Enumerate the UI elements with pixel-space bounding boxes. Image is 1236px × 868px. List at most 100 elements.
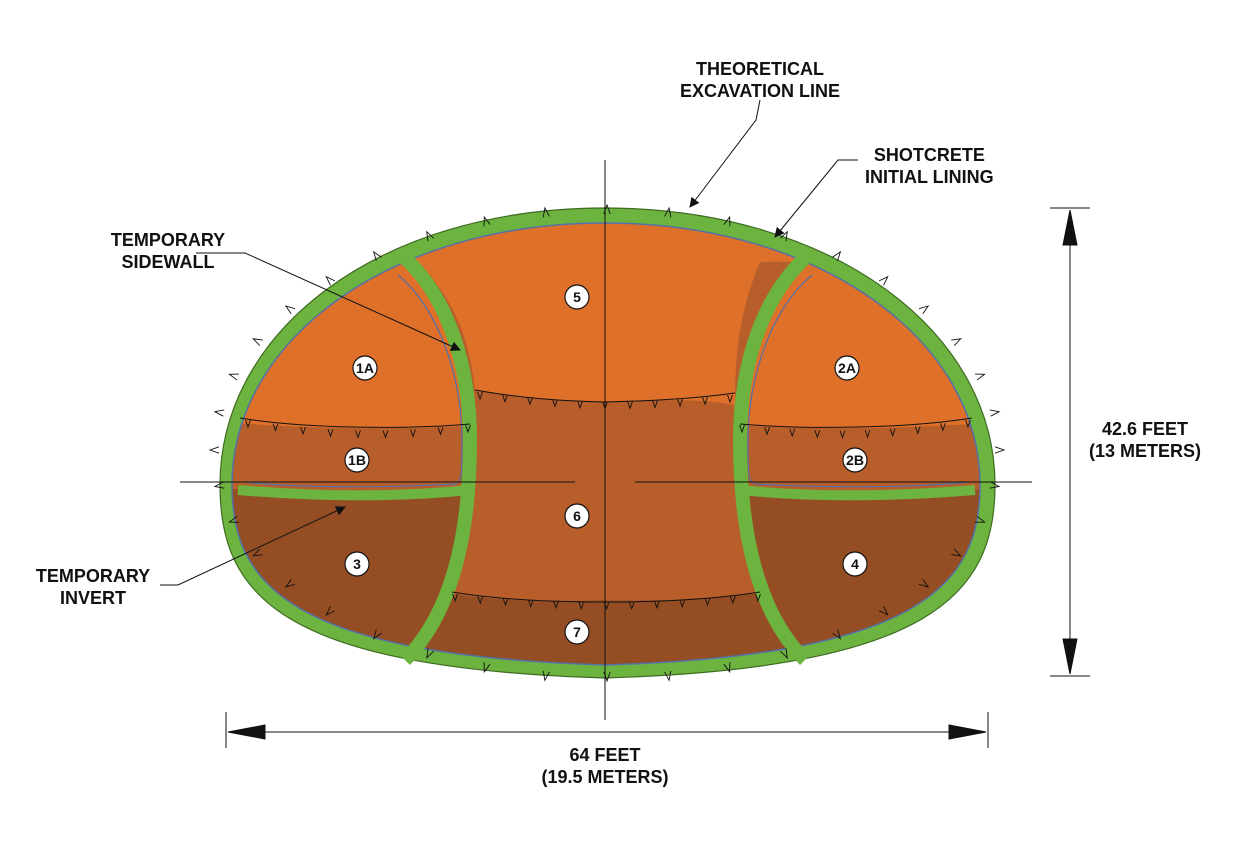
- rock-bolt-tick: [764, 427, 770, 436]
- rock-bolt-tick: [252, 338, 263, 346]
- rock-bolt-tick: [552, 399, 558, 408]
- rock-bolt-tick: [723, 662, 731, 674]
- rock-bolt-tick: [452, 593, 458, 603]
- leader-temporary-invert: [160, 506, 346, 586]
- rock-bolt-tick: [483, 662, 491, 674]
- rock-bolt-tick: [918, 578, 930, 588]
- rock-bolt-tick: [664, 670, 672, 682]
- rock-bolt-tick: [889, 428, 896, 437]
- rock-bolt-tick: [252, 548, 263, 557]
- rock-bolt-tick: [704, 597, 711, 607]
- rock-bolt-tick: [789, 428, 796, 438]
- rock-bolt-tick: [553, 600, 559, 610]
- rock-bolt-tick: [542, 670, 550, 682]
- svg-text:1B: 1B: [348, 452, 366, 468]
- svg-text:2A: 2A: [838, 360, 856, 376]
- rock-bolt-tick: [723, 215, 731, 227]
- rock-bolt-tick: [832, 629, 842, 640]
- callout-theoretical-excavation-line: THEORETICAL EXCAVATION LINE: [679, 59, 840, 101]
- drift-left-outline: [243, 274, 463, 488]
- rock-bolt-tick: [272, 423, 279, 433]
- section-label-1b: 1B: [344, 447, 370, 473]
- rock-bolt-tick: [989, 481, 1001, 489]
- rock-bolt-tick: [527, 599, 534, 609]
- height-dimension-label: 42.6 FEET (13 METERS): [1088, 419, 1202, 461]
- svg-text:6: 6: [573, 508, 581, 524]
- rock-bolt-tick: [325, 275, 336, 286]
- rock-bolt-tick: [477, 595, 484, 605]
- rock-bolt-tick: [814, 430, 821, 439]
- rock-bolt-tick: [975, 515, 986, 523]
- rock-bolt-tick: [477, 391, 483, 401]
- leader-excavation-line: [689, 99, 761, 208]
- section-label-2b: 2B: [842, 447, 868, 473]
- rock-bolt-tick: [994, 446, 1006, 454]
- rock-bolt-tick: [228, 515, 239, 523]
- rock-bolt-tick: [951, 548, 962, 557]
- section-label-3: 3: [344, 551, 370, 577]
- rock-bolt-tick: [989, 409, 1001, 417]
- svg-text:2B: 2B: [846, 452, 864, 468]
- width-dimension-label: 64 FEET (19.5 METERS): [541, 745, 669, 787]
- rock-bolt-tick: [426, 648, 434, 659]
- rock-bolt-tick: [213, 409, 225, 417]
- temporary-invert-right: [739, 485, 976, 501]
- temporary-invert-left: [237, 485, 471, 501]
- leader-lines: [160, 99, 858, 586]
- rock-bolt-tick: [410, 429, 416, 438]
- rock-bolt-tick: [677, 398, 683, 408]
- section-label-6: 6: [564, 503, 590, 529]
- rock-bolt-tick: [940, 423, 946, 432]
- rock-bolt-tick: [652, 400, 658, 409]
- rock-bolt-tick: [965, 419, 971, 429]
- rock-bolt-tick: [878, 606, 889, 616]
- rock-bolt-tick: [918, 305, 930, 315]
- rock-bolt-tick: [228, 373, 239, 381]
- rock-bolt-tick: [914, 426, 921, 435]
- rock-bolt-tick: [483, 215, 491, 227]
- rock-bolt-tick: [664, 206, 672, 218]
- rock-bolt-tick: [951, 338, 962, 346]
- rock-bolt-tick: [679, 599, 686, 609]
- rock-bolt-tick: [327, 429, 334, 438]
- rock-bolt-tick: [628, 601, 635, 611]
- section-label-2a: 2A: [834, 355, 860, 381]
- rock-bolt-tick: [654, 600, 660, 610]
- rock-bolt-tick: [382, 430, 389, 439]
- callout-temporary-sidewall: TEMPORARY SIDEWALL: [110, 230, 226, 272]
- callout-temporary-invert: TEMPORARY INVERT: [35, 566, 151, 608]
- rock-bolt-tick: [245, 419, 251, 429]
- rock-bolt-tick: [284, 578, 296, 588]
- rock-bolt-tick: [284, 305, 296, 315]
- section-5-fill: [300, 223, 920, 405]
- section-label-4: 4: [842, 551, 868, 577]
- width-dimension: [225, 712, 989, 748]
- rock-bolt-tick: [832, 250, 842, 262]
- rock-bolt-tick: [208, 446, 220, 454]
- leader-temporary-sidewall: [196, 252, 461, 351]
- svg-text:5: 5: [573, 289, 581, 305]
- section-2a-fill: [736, 223, 980, 429]
- temporary-sidewall-right: [732, 252, 811, 665]
- svg-text:4: 4: [851, 556, 859, 572]
- rock-bolt-tick: [578, 601, 585, 611]
- section-label-1a: 1A: [352, 355, 378, 381]
- rock-bolt-ticks: [208, 203, 1006, 683]
- bench-line-left: [239, 417, 471, 428]
- rock-bolt-tick: [527, 397, 533, 406]
- rock-bolt-tick: [355, 430, 361, 439]
- svg-text:1A: 1A: [356, 360, 374, 376]
- rock-bolt-tick: [372, 629, 382, 640]
- rock-bolt-tick: [502, 394, 508, 404]
- rock-bolt-tick: [975, 373, 986, 381]
- section-1b-fill: [232, 420, 476, 492]
- section-label-7: 7: [564, 619, 590, 645]
- rock-bolt-tick: [702, 397, 708, 406]
- rock-bolt-tick: [465, 424, 471, 434]
- section-label-5: 5: [564, 284, 590, 310]
- section-labels: 5 1A 2A 1B 2B 6 3 4 7: [344, 284, 868, 645]
- bench-line-right: [739, 417, 973, 428]
- rock-bolt-tick: [878, 275, 889, 286]
- callout-shotcrete-initial-lining: SHOTCRETE INITIAL LINING: [865, 145, 994, 187]
